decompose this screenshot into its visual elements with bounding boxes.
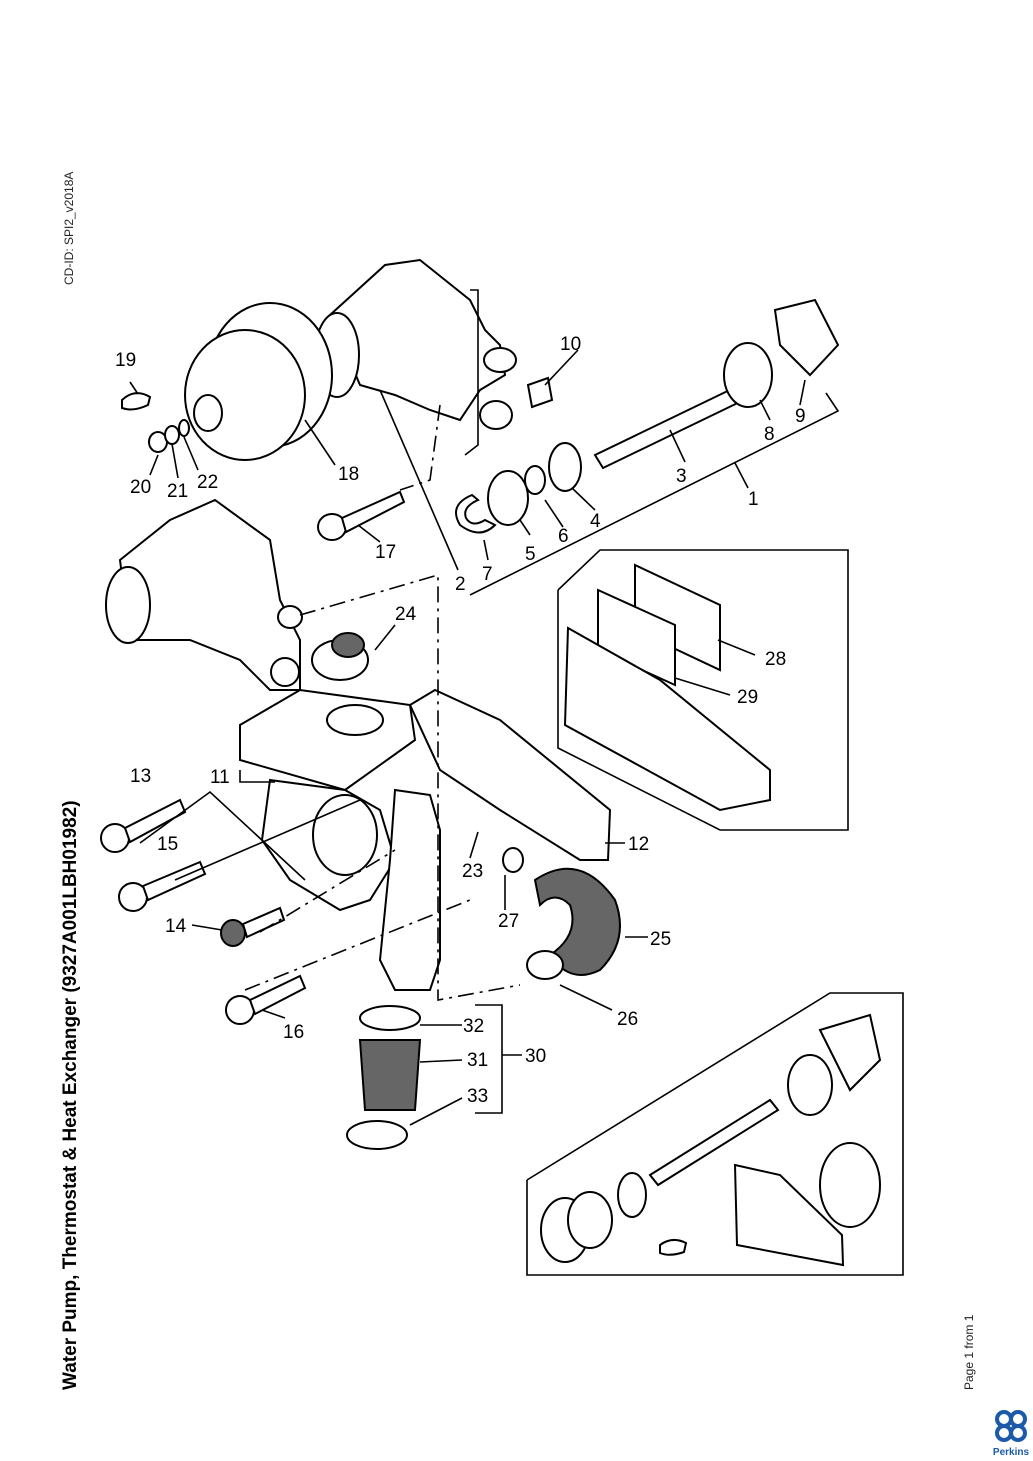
water-pump-body-upper <box>314 258 517 430</box>
callout-8: 8 <box>764 424 775 445</box>
heat-exchanger-pipe <box>378 788 441 991</box>
callout-28: 28 <box>765 649 786 670</box>
callout-1: 1 <box>748 489 759 510</box>
callout-19: 19 <box>115 350 136 371</box>
inset-box-gasket <box>557 549 849 831</box>
bolt-part-13 <box>100 798 187 853</box>
callout-14: 14 <box>165 916 187 937</box>
leader-lines <box>129 289 840 1126</box>
bolt-part-17 <box>317 490 406 541</box>
alignment-lines <box>244 404 521 1001</box>
callout-21: 21 <box>167 481 188 502</box>
shaft-assembly <box>455 298 840 534</box>
callout-11: 11 <box>210 767 230 788</box>
nut-washer-parts-20-22 <box>148 419 190 453</box>
callout-25: 25 <box>650 929 671 950</box>
brand-name: Perkins <box>992 1447 1030 1458</box>
callout-18: 18 <box>338 464 359 485</box>
callout-31: 31 <box>467 1050 488 1071</box>
cap-part-10 <box>526 376 554 409</box>
callout-15: 15 <box>157 834 178 855</box>
service-kit-parts <box>540 1013 882 1267</box>
clip-part-27 <box>502 847 524 873</box>
callout-13: 13 <box>130 766 151 787</box>
thermostat-housing-part-11 <box>239 688 417 912</box>
clip-part-26 <box>526 950 564 980</box>
callout-labels: 1 2 3 4 5 6 7 8 9 10 11 12 13 14 15 16 1… <box>115 334 806 1107</box>
callout-17: 17 <box>375 542 396 563</box>
callout-29: 29 <box>737 687 758 708</box>
hose-part-25 <box>533 867 621 976</box>
hose-assembly-part-30 <box>346 1005 422 1150</box>
callout-27: 27 <box>498 911 519 932</box>
callout-23: 23 <box>462 861 483 882</box>
inset-cover-plates <box>563 563 771 812</box>
bolt-part-16 <box>225 974 307 1025</box>
callout-6: 6 <box>558 526 569 547</box>
callout-3: 3 <box>676 466 687 487</box>
callout-2: 2 <box>455 574 466 595</box>
callout-4: 4 <box>590 511 601 532</box>
callout-9: 9 <box>795 406 806 427</box>
callout-24: 24 <box>395 604 417 625</box>
callout-10: 10 <box>560 334 581 355</box>
woodruff-key-part-19 <box>121 392 152 411</box>
callout-5: 5 <box>525 544 536 565</box>
callout-22: 22 <box>197 472 218 493</box>
callout-30: 30 <box>525 1046 546 1067</box>
callout-16: 16 <box>283 1022 304 1043</box>
callout-12: 12 <box>628 834 649 855</box>
water-pump-body-middle <box>105 498 303 691</box>
inset-box-kit <box>526 992 904 1276</box>
pulley-part-18 <box>184 302 333 461</box>
callout-7: 7 <box>482 564 493 585</box>
bolt-part-14 <box>220 906 286 947</box>
callout-33: 33 <box>467 1086 488 1107</box>
perkins-logo-icon <box>995 1410 1027 1442</box>
brand-logo: Perkins <box>990 1410 1032 1458</box>
bolt-part-15 <box>118 860 207 912</box>
callout-32: 32 <box>463 1016 484 1037</box>
thermostat-part-24 <box>311 632 369 681</box>
gasket-part-12 <box>408 688 612 861</box>
callout-26: 26 <box>617 1009 638 1030</box>
callout-20: 20 <box>130 477 151 498</box>
